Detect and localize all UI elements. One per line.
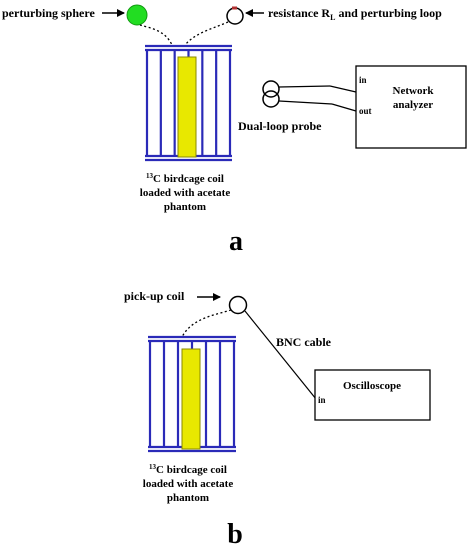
- acetate-phantom-a: [177, 56, 197, 158]
- loop-dotted-path: [184, 21, 229, 46]
- panel-b: pick-up coil BNC cable Oscilloscope in 1…: [124, 289, 431, 550]
- network-analyzer-label-line2: analyzer: [393, 99, 433, 111]
- panel-a: perturbing sphere resistance RL and pert…: [2, 4, 467, 257]
- bnc-cable-label: BNC cable: [276, 335, 332, 349]
- coil-caption-a-line2: loaded with acetate: [140, 187, 231, 199]
- oscilloscope-port-in: in: [318, 395, 326, 405]
- network-analyzer-box: [355, 65, 467, 149]
- analyzer-port-in: in: [359, 75, 367, 85]
- pickup-coil-label: pick-up coil: [124, 289, 185, 303]
- coil-caption-b-line2: loaded with acetate: [143, 478, 234, 490]
- coil-caption-a-line3: phantom: [164, 201, 206, 213]
- panel-letter-a: a: [229, 226, 243, 257]
- resistor-rl-mark: [232, 6, 237, 10]
- network-analyzer-label-line1: Network: [393, 85, 435, 97]
- dual-loop-probe: [262, 80, 357, 112]
- perturbing-sphere-label: perturbing sphere: [2, 6, 95, 20]
- pickup-dotted-path: [181, 309, 232, 338]
- panel-letter-b: b: [227, 519, 243, 550]
- resistance-label: resistance RL and perturbing loop: [268, 6, 442, 22]
- analyzer-port-out: out: [359, 106, 372, 116]
- perturbing-sphere: [126, 4, 148, 26]
- oscilloscope-box: [314, 369, 431, 421]
- coil-caption-b-line1: 13C birdcage coil: [149, 463, 227, 476]
- sphere-dotted-path: [139, 24, 173, 46]
- coil-caption-b-line3: phantom: [167, 492, 209, 504]
- dual-loop-probe-label: Dual-loop probe: [238, 119, 322, 133]
- acetate-phantom-b: [181, 348, 201, 450]
- bnc-cable-line: [244, 310, 317, 400]
- perturbing-loop: [226, 7, 244, 25]
- coil-caption-a-line1: 13C birdcage coil: [146, 172, 224, 185]
- pickup-coil: [228, 295, 248, 315]
- oscilloscope-label: Oscilloscope: [343, 380, 401, 392]
